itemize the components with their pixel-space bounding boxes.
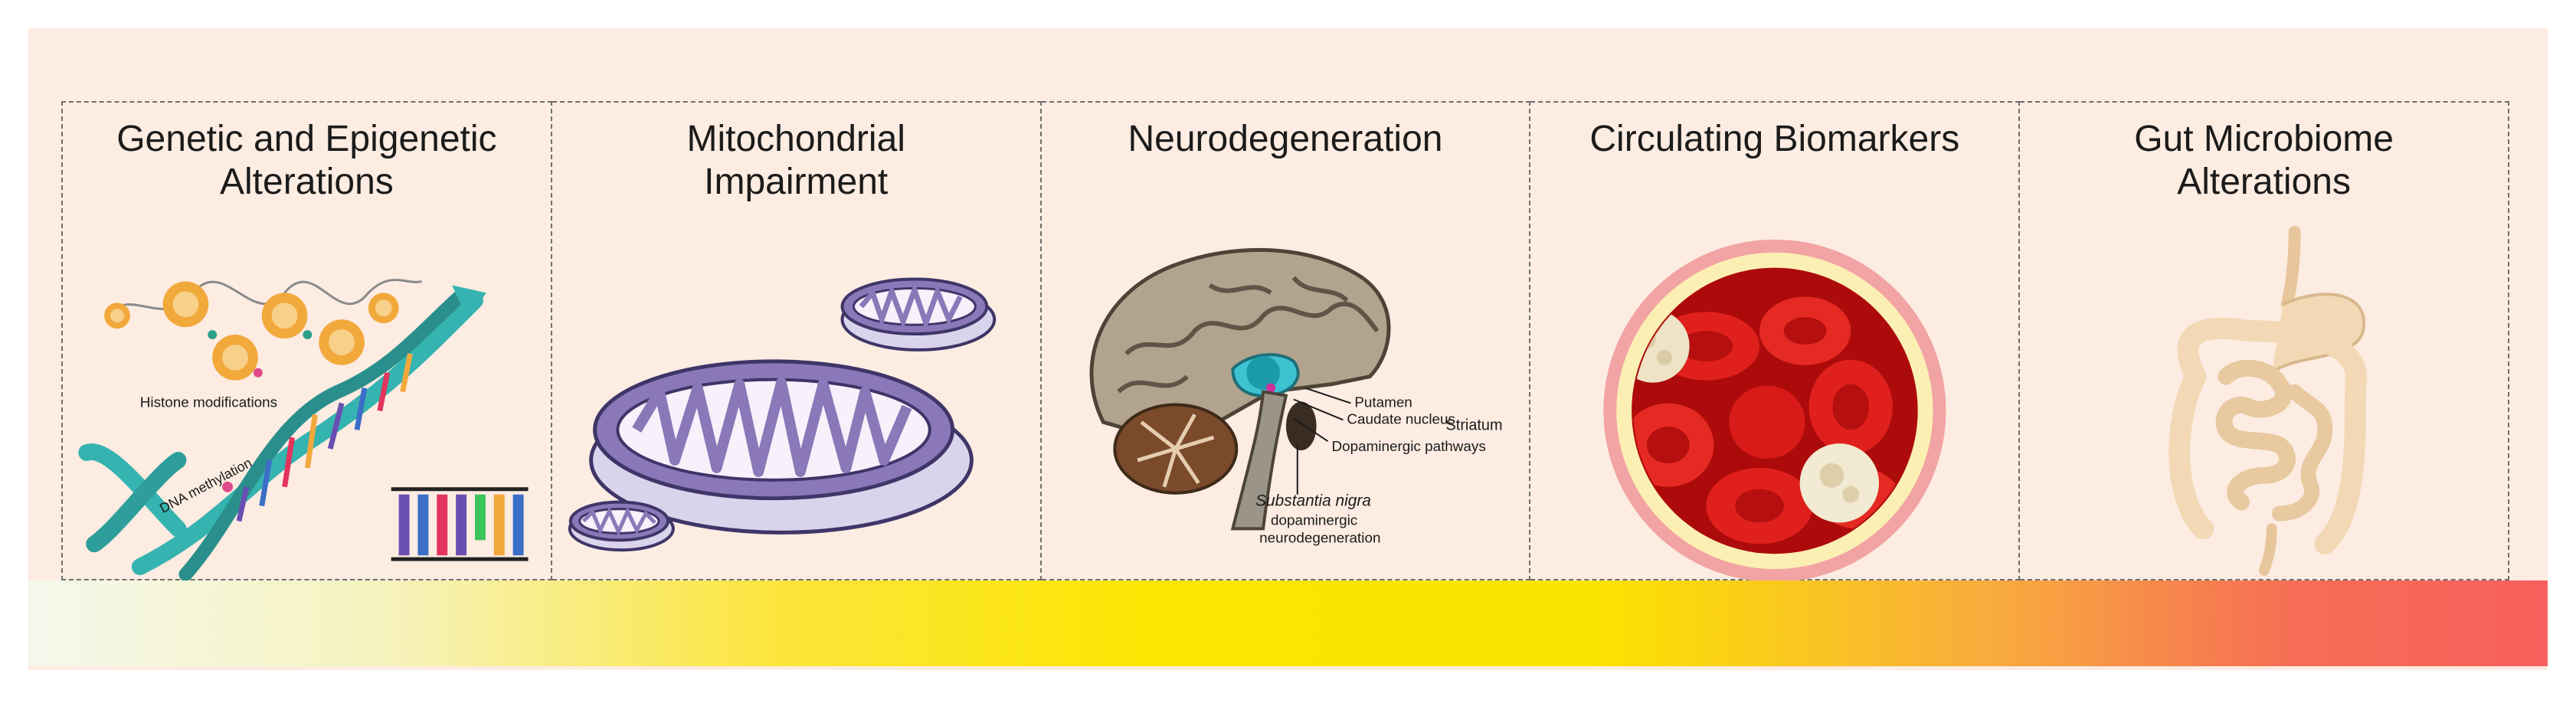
gene-sequence-icon bbox=[391, 487, 529, 561]
nucleosome bbox=[261, 293, 308, 339]
red-blood-cells bbox=[1633, 296, 1901, 544]
cerebellum bbox=[1112, 403, 1238, 495]
white-blood-cell bbox=[1800, 443, 1880, 523]
nucleosome bbox=[162, 281, 209, 328]
panel-title: Neurodegeneration bbox=[1128, 119, 1443, 159]
panel-neurodegeneration: Neurodegeneration Putamen Str bbox=[1041, 101, 1531, 580]
mitochondrion-large bbox=[588, 359, 974, 535]
mitochondrion-tiny bbox=[568, 500, 675, 552]
histone-label: Histone modifications bbox=[140, 394, 277, 410]
nucleosome bbox=[104, 302, 130, 329]
nucleosome bbox=[319, 319, 365, 365]
panel-title: Genetic and Epigenetic Alterations bbox=[116, 119, 497, 202]
dopaminergic-label: Dopaminergic pathways bbox=[1331, 438, 1485, 454]
panel-title: Gut Microbiome Alterations bbox=[2134, 119, 2394, 202]
mitochondria-icon bbox=[568, 277, 997, 552]
panel-gut-microbiome: Gut Microbiome Alterations bbox=[2020, 101, 2509, 580]
chromosome-icon bbox=[78, 443, 187, 553]
severity-gradient-bar bbox=[28, 580, 2548, 666]
panel-title: Circulating Biomarkers bbox=[1589, 119, 1960, 159]
brain-section-icon: Putamen Striatum Caudate nucleus Dopamin… bbox=[1089, 247, 1502, 545]
substantia-label: Substantia nigra bbox=[1255, 492, 1371, 510]
caudate-label: Caudate nucleus bbox=[1347, 410, 1455, 427]
blood-vessel-icon bbox=[1603, 239, 1946, 582]
nucleosome bbox=[212, 335, 258, 381]
dna-helix-icon: Histone modifications DNA methylat bbox=[78, 279, 529, 581]
panel-genetic-epigenetic: Genetic and Epigenetic Alterations Histo… bbox=[61, 101, 552, 581]
dopaminergic-label-2: dopaminergic bbox=[1271, 512, 1357, 528]
brain bbox=[1089, 247, 1390, 531]
mitochondrion-small bbox=[840, 277, 997, 352]
panel-mitochondrial: Mitochondrial Impairment bbox=[552, 101, 1042, 580]
panel-title: Mitochondrial Impairment bbox=[686, 119, 905, 202]
digestive-tract-icon bbox=[2168, 225, 2368, 577]
nucleosome bbox=[368, 293, 399, 324]
panel-row: Genetic and Epigenetic Alterations Histo… bbox=[61, 101, 2509, 582]
putamen-label: Putamen bbox=[1354, 394, 1412, 410]
neurodegeneration-label: neurodegeneration bbox=[1259, 529, 1380, 545]
striatum-label: Striatum bbox=[1445, 417, 1502, 433]
panel-circulating-biomarkers: Circulating Biomarkers bbox=[1530, 101, 2021, 582]
